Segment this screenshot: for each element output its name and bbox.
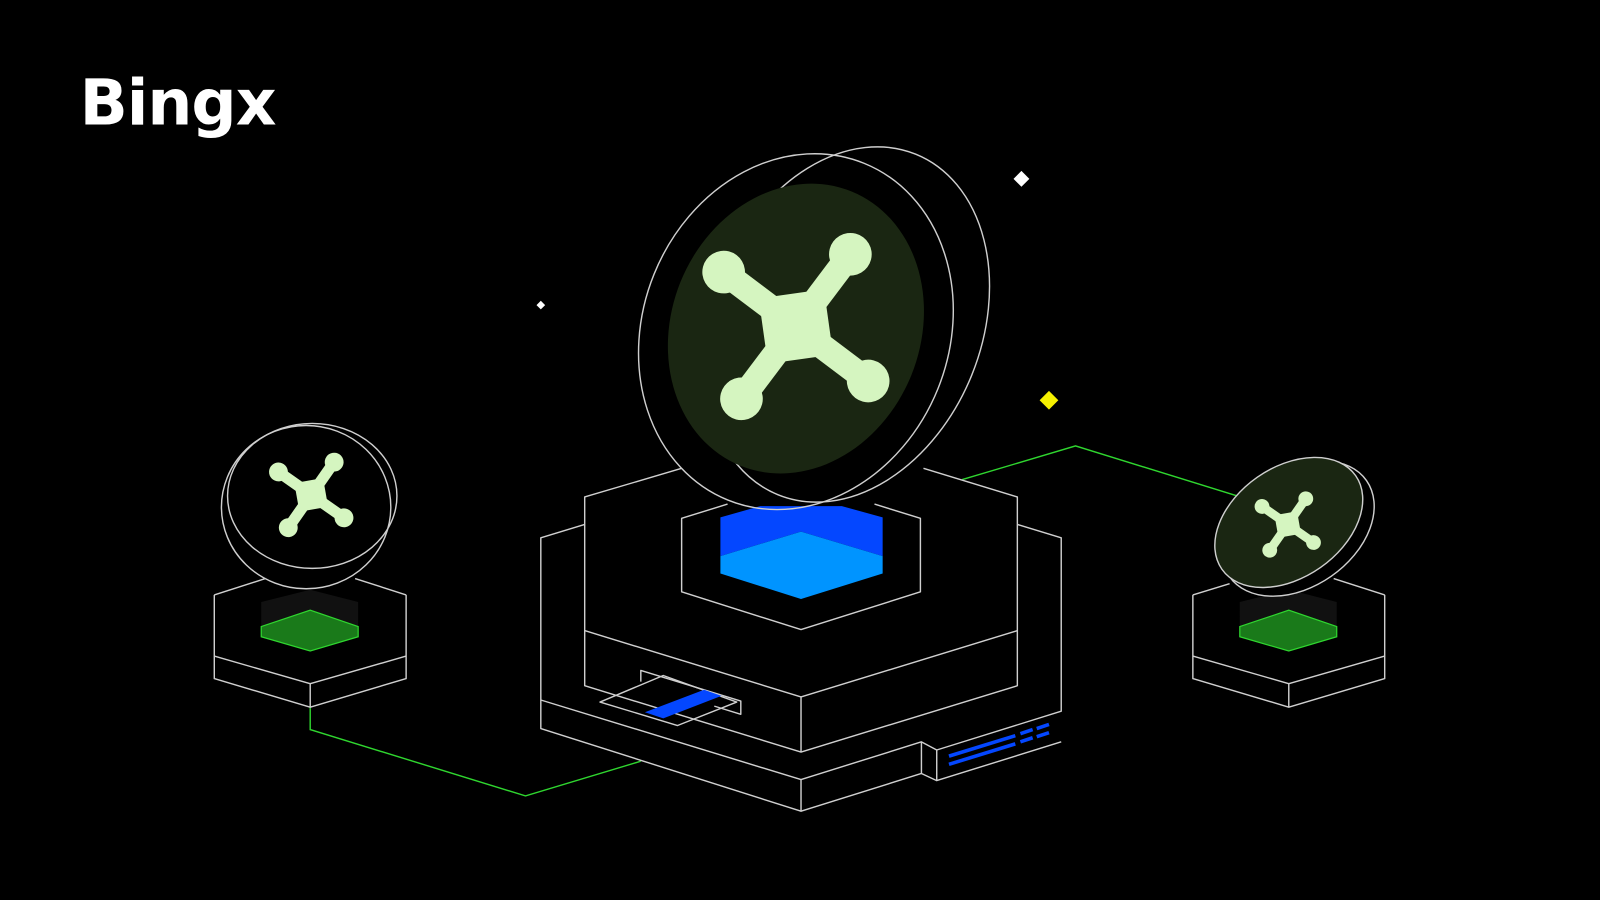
sparkle-diamond-icon bbox=[1013, 170, 1030, 187]
sparkle-diamond-icon bbox=[1039, 390, 1059, 410]
big-coin bbox=[637, 146, 991, 511]
machine-upper-box bbox=[583, 467, 1019, 753]
card-slot bbox=[599, 669, 742, 727]
connector-line-left bbox=[309, 707, 642, 797]
right-platform bbox=[1192, 577, 1386, 708]
coin-cross-symbol-icon bbox=[268, 451, 355, 538]
sparkle-diamond-icon bbox=[536, 300, 546, 310]
left-platform bbox=[213, 577, 407, 708]
blue-cube-top bbox=[720, 506, 883, 557]
machine-base bbox=[540, 523, 1062, 812]
blue-cube-front bbox=[720, 531, 883, 599]
bingx-logo: Bingx bbox=[80, 65, 276, 139]
card-stripe bbox=[644, 689, 722, 719]
left-coin bbox=[220, 422, 398, 590]
connector-line-right bbox=[962, 445, 1248, 500]
vent-lines bbox=[948, 722, 1050, 766]
right-coin bbox=[1214, 456, 1375, 597]
